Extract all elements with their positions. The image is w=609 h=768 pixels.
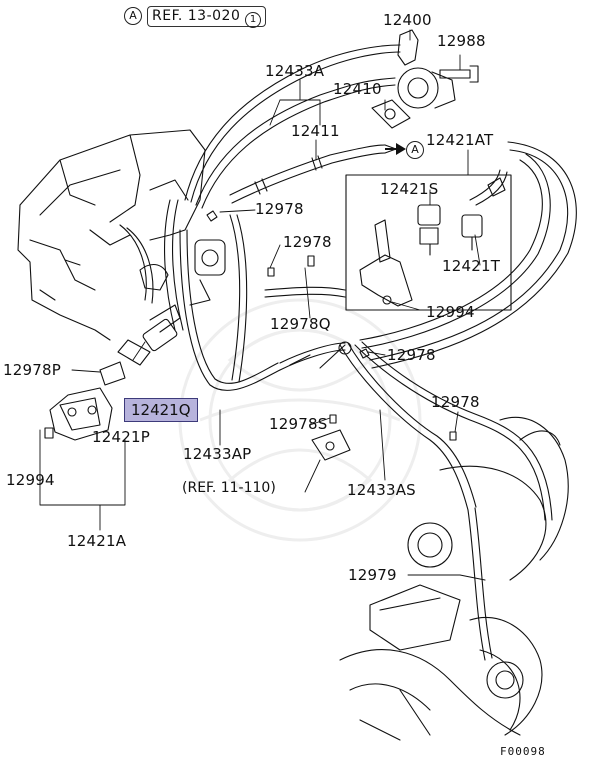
label-12979: 12979 bbox=[348, 566, 397, 584]
gasket-12410 bbox=[371, 99, 411, 129]
label-12433A: 12433A bbox=[265, 62, 325, 80]
hose-12411 bbox=[229, 144, 397, 204]
label-12978P: 12978P bbox=[3, 361, 61, 379]
bolt-12988 bbox=[439, 65, 479, 83]
label-12978Q: 12978Q bbox=[270, 315, 331, 333]
label-12421Q-highlighted: 12421Q bbox=[124, 398, 198, 422]
label-12410: 12410 bbox=[333, 80, 382, 98]
ref-13-020-text: REF. 13-020 bbox=[152, 8, 241, 24]
hose-12433A bbox=[184, 44, 401, 209]
hose-12978Q bbox=[264, 286, 346, 298]
label-12421S: 12421S bbox=[380, 180, 439, 198]
label-12988: 12988 bbox=[437, 32, 486, 50]
label-12994-b: 12994 bbox=[6, 471, 55, 489]
hose-12433AS bbox=[279, 341, 553, 521]
pipe-12979 bbox=[459, 507, 493, 661]
label-12978-b: 12978 bbox=[283, 233, 332, 251]
label-12433AP: 12433AP bbox=[183, 445, 252, 463]
label-12400: 12400 bbox=[383, 11, 432, 29]
label-12994-a: 12994 bbox=[426, 303, 475, 321]
label-12978-d: 12978 bbox=[431, 393, 480, 411]
solenoids-12421S-T bbox=[359, 177, 506, 307]
label-12978S: 12978S bbox=[269, 415, 328, 433]
label-12978-a: 12978 bbox=[255, 200, 304, 218]
leader-lines bbox=[39, 29, 481, 576]
arrow-marker-circle: A bbox=[406, 141, 424, 159]
label-12978-c: 12978 bbox=[387, 346, 436, 364]
hose-12421AT bbox=[359, 141, 577, 369]
figure-code: F00098 bbox=[500, 745, 546, 758]
solenoid-12421P bbox=[99, 304, 181, 386]
ref-13-020-box: REF. 13-020 1 bbox=[147, 6, 267, 28]
bolts bbox=[206, 210, 457, 441]
ref-marker-circle: A bbox=[124, 7, 142, 25]
ref-11-110: (REF. 11-110) bbox=[182, 480, 276, 496]
ref-suffix-circle: 1 bbox=[245, 12, 262, 28]
label-12421AT: 12421AT bbox=[426, 131, 494, 149]
center-valves bbox=[139, 239, 226, 306]
label-12433AS: 12433AS bbox=[347, 481, 416, 499]
label-12421P: 12421P bbox=[92, 428, 150, 446]
turbocharger bbox=[339, 416, 569, 741]
bracket-12978S bbox=[311, 429, 351, 461]
hose-12433AP bbox=[119, 199, 281, 391]
label-12421T: 12421T bbox=[442, 257, 501, 275]
engine-block bbox=[17, 129, 206, 341]
arrow-to-A bbox=[385, 143, 406, 155]
label-12421A: 12421A bbox=[67, 532, 127, 550]
label-12411: 12411 bbox=[291, 122, 340, 140]
inset-box bbox=[345, 174, 512, 311]
bracket-12421A bbox=[44, 387, 113, 441]
